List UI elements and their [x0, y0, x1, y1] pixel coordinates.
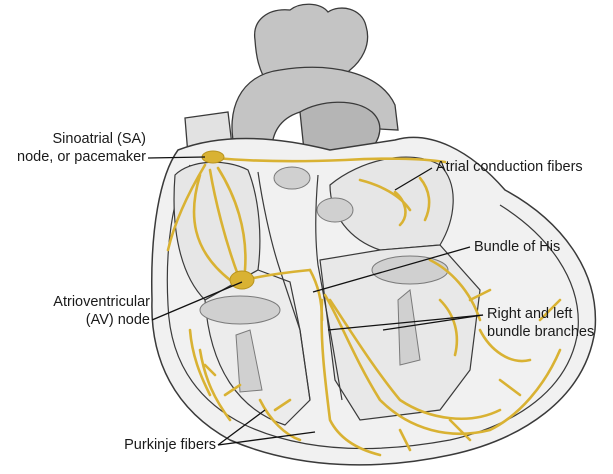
- right-bundle-branch: [320, 298, 382, 457]
- label-atrial-text: Atrial conduction fibers: [436, 159, 583, 175]
- left-atrial-fibers: [358, 176, 431, 227]
- label-av-line2: (AV) node: [85, 312, 150, 328]
- valves: [199, 166, 449, 393]
- leader-purkinje-1: [217, 409, 266, 446]
- leader-av: [151, 281, 243, 321]
- leader-branches-1: [327, 314, 484, 331]
- leader-branches-2: [382, 314, 484, 331]
- tricuspid-valve: [199, 295, 281, 325]
- label-sa-node: Sinoatrial (SA) node, or pacemaker: [4, 130, 146, 166]
- label-atrial-fibers: Atrial conduction fibers: [436, 158, 583, 176]
- heart-inner-wall: [166, 164, 579, 450]
- label-av-line1: Atrioventricular: [53, 294, 150, 310]
- label-branches-line2: bundle branches: [487, 324, 595, 340]
- septum-right: [315, 174, 343, 401]
- purkinje-left: [188, 328, 302, 442]
- conduction-system: [166, 156, 562, 457]
- internodal-3: [192, 173, 232, 282]
- papillary-right: [235, 329, 263, 393]
- left-bundle-branch: [323, 293, 562, 436]
- atrial-pathway-left: [166, 163, 207, 252]
- leader-sa: [147, 156, 206, 159]
- aortic-arch: [231, 66, 399, 161]
- label-sa-line1: Sinoatrial (SA): [52, 131, 146, 147]
- label-bundle-his: Bundle of His: [474, 238, 560, 256]
- label-purkinje: Purkinje fibers: [60, 436, 216, 454]
- aortic-valve: [316, 197, 354, 223]
- label-av-node: Atrioventricular (AV) node: [4, 293, 150, 329]
- av-node: [229, 270, 255, 290]
- papillary-left: [397, 289, 421, 366]
- atrial-pathway-top: [213, 156, 447, 164]
- leader-his: [312, 246, 471, 293]
- label-sa-line2: node, or pacemaker: [17, 149, 146, 165]
- leader-lines: [147, 156, 484, 446]
- internodal-2: [216, 166, 247, 272]
- leader-purkinje-2: [217, 431, 316, 446]
- label-branches-line1: Right and left: [487, 306, 573, 322]
- label-his-text: Bundle of His: [474, 239, 561, 255]
- label-bundle-branches: Right and left bundle branches: [487, 305, 594, 341]
- mitral-valve: [371, 255, 449, 285]
- purkinje-right: [398, 258, 562, 452]
- pulmonary-valve: [273, 166, 311, 190]
- label-purkinje-text: Purkinje fibers: [124, 437, 216, 453]
- internodal-1: [208, 168, 240, 277]
- septum: [257, 171, 311, 401]
- sa-node: [201, 150, 225, 164]
- leader-atrial: [394, 167, 433, 191]
